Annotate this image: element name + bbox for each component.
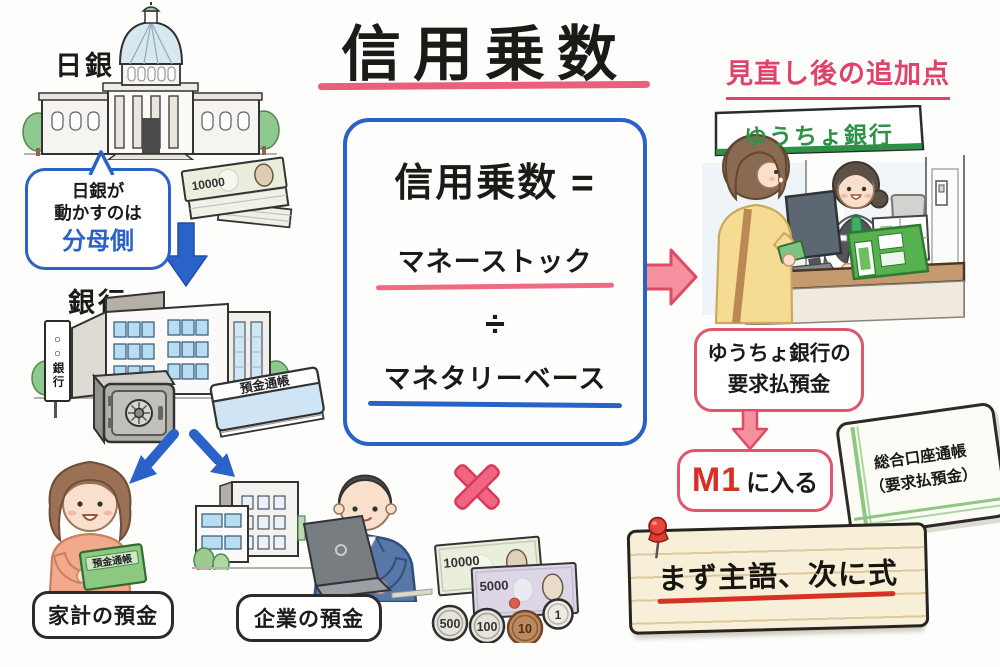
formula-box: 信用乗数 = マネーストック ÷ マネタリーベース bbox=[343, 118, 647, 446]
yucho-bank-sign: ゆうちょ銀行 bbox=[743, 121, 895, 151]
m1-rest-text: に入る bbox=[746, 470, 819, 497]
corporate-person-illustration bbox=[302, 474, 433, 602]
yucho-deposit-line-1: ゆうちょ銀行の bbox=[707, 342, 851, 366]
yucho-deposit-box: ゆうちょ銀行の 要求払預金 bbox=[694, 328, 864, 412]
safe-illustration bbox=[91, 369, 176, 446]
cross-mark-icon bbox=[454, 464, 500, 510]
bubble-line-3: 分母側 bbox=[62, 227, 134, 255]
corporate-deposit-label: 企業の預金 bbox=[236, 594, 382, 642]
bubble-line-2: 動かすのは bbox=[54, 203, 142, 223]
formula-heading: 信用乗数 = bbox=[394, 162, 596, 205]
bank-sign: ○○銀行 bbox=[44, 320, 71, 402]
arrow-down-boj-to-bank-icon bbox=[164, 222, 208, 287]
bank-sign-pole bbox=[54, 398, 57, 418]
coin-100-label: 100 bbox=[477, 620, 498, 634]
banknote-stack-illustration: 10000 bbox=[180, 156, 293, 229]
bill-5000-label: 5000 bbox=[479, 577, 509, 593]
yucho-deposit-line-2: 要求払預金 bbox=[727, 373, 831, 396]
pinned-note: まず主語、次に式 bbox=[626, 516, 930, 635]
formula-numerator: マネーストック bbox=[397, 247, 593, 277]
denominator-underline bbox=[367, 400, 623, 409]
numerator-underline bbox=[375, 282, 615, 291]
m1-text: M1 bbox=[691, 461, 742, 499]
yucho-counter-scene-illustration bbox=[702, 105, 966, 325]
m1-box: M1 に入る bbox=[677, 449, 833, 512]
cash-illustration: 10000 5000 500 100 10 1 bbox=[431, 535, 579, 643]
formula-divide-sign: ÷ bbox=[485, 303, 505, 344]
household-deposit-label: 家計の預金 bbox=[32, 591, 174, 639]
bill-10000-label: 10000 bbox=[443, 553, 480, 571]
arrow-down-deposit-to-m1-icon bbox=[731, 409, 769, 451]
household-person-illustration: 預金通帳 bbox=[48, 460, 148, 592]
bubble-line-1: 日銀が bbox=[71, 181, 125, 202]
bank-passbook-illustration: 預金通帳 bbox=[209, 366, 325, 438]
postal-passbook-illustration: 総合口座通帳 （要求払預金） bbox=[834, 401, 1000, 539]
boj-building-illustration bbox=[22, 2, 280, 160]
pushpin-icon bbox=[648, 516, 669, 559]
bill-value-label: 10000 bbox=[191, 175, 226, 194]
speech-bubble-tail bbox=[88, 150, 115, 175]
coin-1-label: 1 bbox=[555, 608, 562, 622]
arrow-right-formula-to-yucho-icon bbox=[642, 248, 698, 306]
arrows-bank-to-deposits-icon bbox=[129, 429, 235, 484]
review-heading: 見直し後の追加点 bbox=[726, 52, 950, 100]
formula-denominator: マネタリーベース bbox=[383, 364, 607, 394]
coin-500-label: 500 bbox=[440, 617, 461, 631]
coin-10-label: 10 bbox=[518, 622, 532, 636]
boj-speech-bubble: 日銀が 動かすのは 分母側 bbox=[25, 150, 171, 270]
boj-label: 日銀 bbox=[55, 51, 115, 81]
office-building-illustration bbox=[192, 480, 312, 570]
page-title: 信用乗数 bbox=[341, 21, 629, 88]
